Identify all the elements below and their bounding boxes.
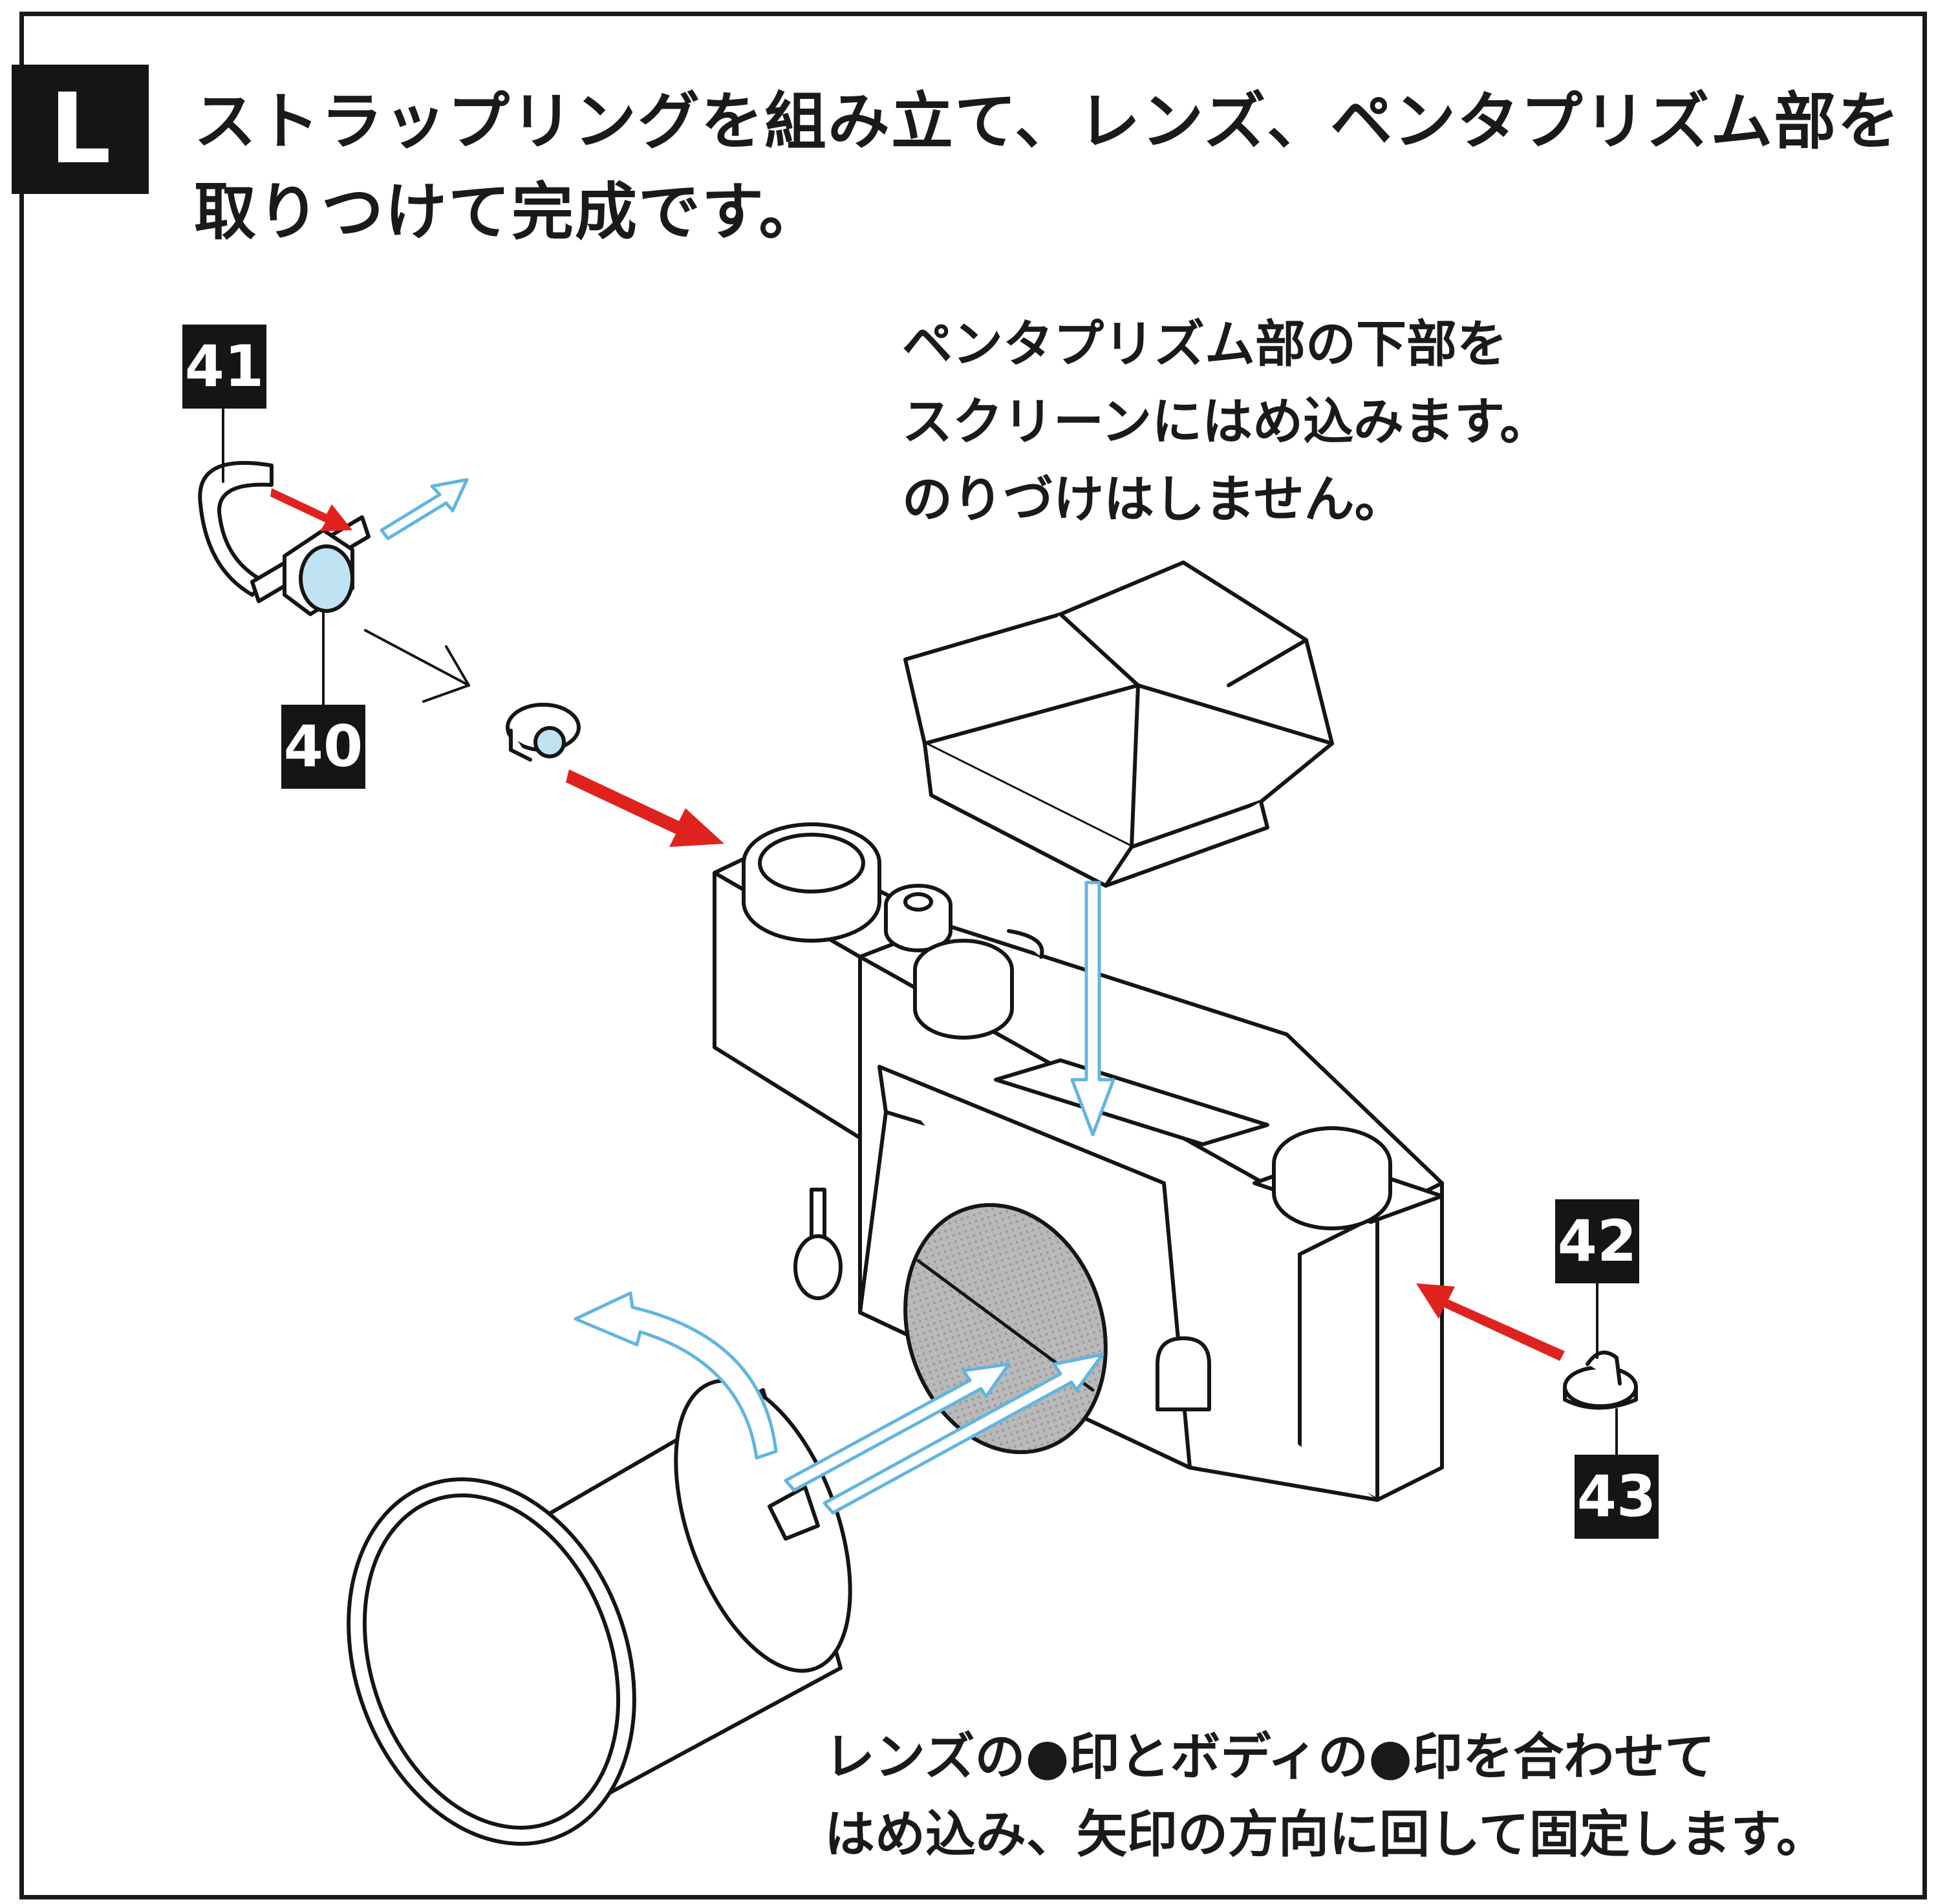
red-arrow-strap-left	[566, 769, 724, 847]
blue-arrow-prism-down	[1070, 881, 1115, 1137]
lens-note-line-2: はめ込み、矢印の方向に回して固定します。	[824, 1806, 1827, 1864]
prism-note-line-3: のりづけはしません。	[902, 471, 1405, 529]
red-arrow-strap-right	[1416, 1283, 1565, 1361]
prism-note-line-2: スクリーンにはめ込みます。	[902, 393, 1551, 451]
lens	[347, 1378, 852, 1846]
prism-note-line-1: ペンタプリズム部の下部を	[902, 316, 1508, 374]
lens-note-line-1: レンズの●印とボディの●印を合わせて	[824, 1728, 1716, 1786]
blue-arrow-rotate	[574, 1291, 778, 1460]
part-number-42: 42	[1555, 1199, 1639, 1283]
strap-ring-assembly	[198, 461, 371, 616]
strap-ring-right	[1563, 1351, 1638, 1410]
heading-line-1: ストラップリングを組み立て、レンズ、ペンタプリズム部を	[194, 85, 1901, 158]
part-number-41: 41	[182, 325, 266, 409]
step-badge: L	[12, 65, 149, 194]
camera-body	[713, 822, 1444, 1502]
strap-ring-small	[506, 703, 581, 762]
blue-arrow-lens-1	[784, 1362, 1011, 1492]
blue-arrow-41	[380, 478, 469, 540]
red-arrow-41	[270, 488, 352, 531]
blue-arrow-lens-2	[823, 1353, 1104, 1515]
part-number-40: 40	[281, 705, 365, 789]
part-number-43: 43	[1575, 1455, 1659, 1539]
pentaprism	[903, 561, 1334, 888]
heading-line-2: 取りつけて完成です。	[194, 176, 823, 248]
